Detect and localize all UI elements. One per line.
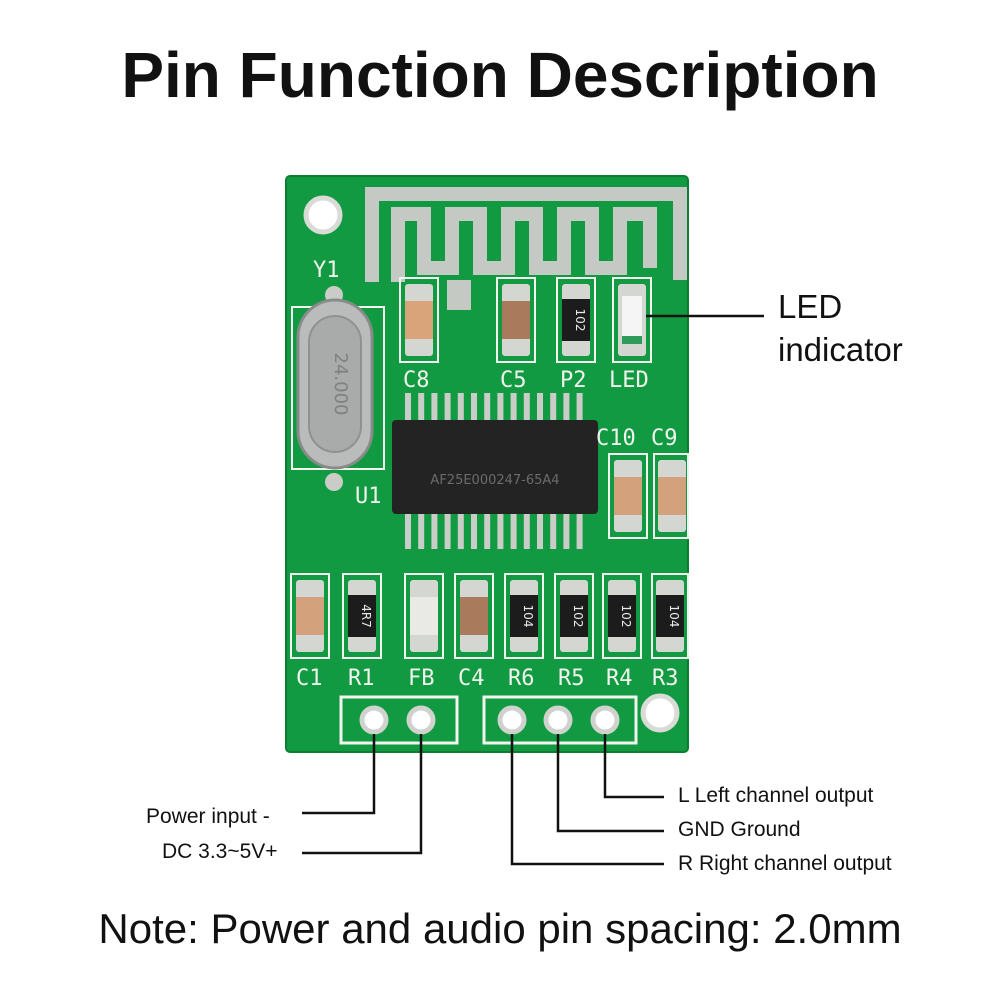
chip-pin xyxy=(444,393,451,423)
silk-r5: R5 xyxy=(558,666,585,691)
chip-pin xyxy=(537,511,543,549)
silk-p2: P2 xyxy=(560,368,587,393)
callout-right-out: R Right channel output xyxy=(678,852,892,875)
pin-gnd xyxy=(543,705,573,735)
component-c1 xyxy=(290,573,330,659)
chip-pin xyxy=(550,393,557,423)
silk-c5: C5 xyxy=(500,368,527,393)
r6-code: 104 xyxy=(521,605,535,628)
mounting-hole-bottom xyxy=(640,693,680,733)
component-fb xyxy=(404,573,444,659)
leader-left-out xyxy=(603,734,664,799)
crystal-marking: 24.000 xyxy=(330,353,351,416)
component-c4 xyxy=(454,573,494,659)
chip-pin xyxy=(484,393,491,423)
component-r1: 4R7 xyxy=(342,573,382,659)
chip-pin xyxy=(523,393,530,423)
chip-pin xyxy=(576,393,583,423)
chip-pin xyxy=(431,393,438,423)
power-header-outline xyxy=(339,695,459,745)
chip-pin xyxy=(550,511,557,549)
pin-power-plus xyxy=(406,705,436,735)
led-label-line1: LED xyxy=(778,288,843,325)
chip-pin xyxy=(523,511,530,549)
pin-right-out xyxy=(497,705,527,735)
chip-u1-pins-bottom xyxy=(405,511,583,549)
crystal-inner xyxy=(308,315,362,453)
chip-pin xyxy=(471,393,477,423)
chip-pin xyxy=(405,393,411,423)
chip-pin xyxy=(484,511,491,549)
silk-c9: C9 xyxy=(651,426,678,451)
chip-pin xyxy=(563,393,570,423)
callout-power-plus: DC 3.3~5V+ xyxy=(162,840,278,863)
chip-pin xyxy=(563,511,570,549)
silk-r1: R1 xyxy=(348,666,375,691)
chip-u1 xyxy=(392,420,598,514)
component-r3: 104 xyxy=(651,573,689,659)
chip-pin xyxy=(537,393,543,423)
pin-power-minus xyxy=(359,705,389,735)
chip-pin xyxy=(471,511,477,549)
silk-fb: FB xyxy=(408,666,435,691)
silk-c4: C4 xyxy=(458,666,485,691)
component-led xyxy=(612,277,652,363)
component-r5: 102 xyxy=(554,573,594,659)
pcb-antenna xyxy=(365,187,687,282)
leader-power-plus xyxy=(302,734,423,855)
silk-c10: C10 xyxy=(596,426,636,451)
page-title: Pin Function Description xyxy=(121,39,879,111)
chip-pin xyxy=(418,511,425,549)
chip-pin xyxy=(510,511,517,549)
chip-pin xyxy=(497,511,504,549)
silk-r4: R4 xyxy=(606,666,633,691)
silk-y1: Y1 xyxy=(313,258,340,283)
crystal-pin-bottom xyxy=(325,473,343,491)
mounting-hole-top xyxy=(303,195,343,235)
leader-right-out xyxy=(510,734,664,866)
chip-u1-pins-top xyxy=(405,393,583,423)
component-c9 xyxy=(653,453,689,539)
r4-code: 102 xyxy=(619,605,633,628)
led-label-line2: indicator xyxy=(778,331,903,368)
chip-marking: AF25E000247-65A4 xyxy=(430,473,559,488)
chip-pin xyxy=(510,393,517,423)
component-c5 xyxy=(496,277,536,363)
component-c10 xyxy=(608,453,648,539)
silk-c8: C8 xyxy=(403,368,430,393)
chip-pin xyxy=(418,393,425,423)
p2-code: 102 xyxy=(573,309,587,332)
r1-code: 4R7 xyxy=(359,604,373,628)
audio-header-outline xyxy=(482,695,638,745)
silk-c1: C1 xyxy=(296,666,323,691)
chip-pin xyxy=(405,511,411,549)
chip-pin xyxy=(576,511,583,549)
note-text: Note: Power and audio pin spacing: 2.0mm xyxy=(98,905,902,952)
leader-gnd xyxy=(556,734,664,833)
r5-code: 102 xyxy=(571,605,585,628)
component-r4: 102 xyxy=(602,573,642,659)
led-indicator-label: LED indicator xyxy=(778,285,903,371)
antenna-pad xyxy=(447,280,471,310)
chip-pin xyxy=(457,511,464,549)
chip-pin xyxy=(497,393,504,423)
silk-u1: U1 xyxy=(355,484,382,509)
silk-r6: R6 xyxy=(508,666,535,691)
chip-pin xyxy=(444,511,451,549)
leader-power-minus xyxy=(302,734,376,815)
callout-power-minus: Power input - xyxy=(146,805,270,828)
chip-pin xyxy=(457,393,464,423)
callout-left-out: L Left channel output xyxy=(678,784,874,807)
silk-led: LED xyxy=(609,368,649,393)
pin-left-out xyxy=(590,705,620,735)
component-p2: 102 xyxy=(556,277,596,363)
component-c8 xyxy=(399,277,439,363)
silk-r3: R3 xyxy=(652,666,679,691)
component-r6: 104 xyxy=(504,573,544,659)
chip-pin xyxy=(431,511,438,549)
r3-code: 104 xyxy=(667,605,681,628)
callout-gnd: GND Ground xyxy=(678,818,801,841)
